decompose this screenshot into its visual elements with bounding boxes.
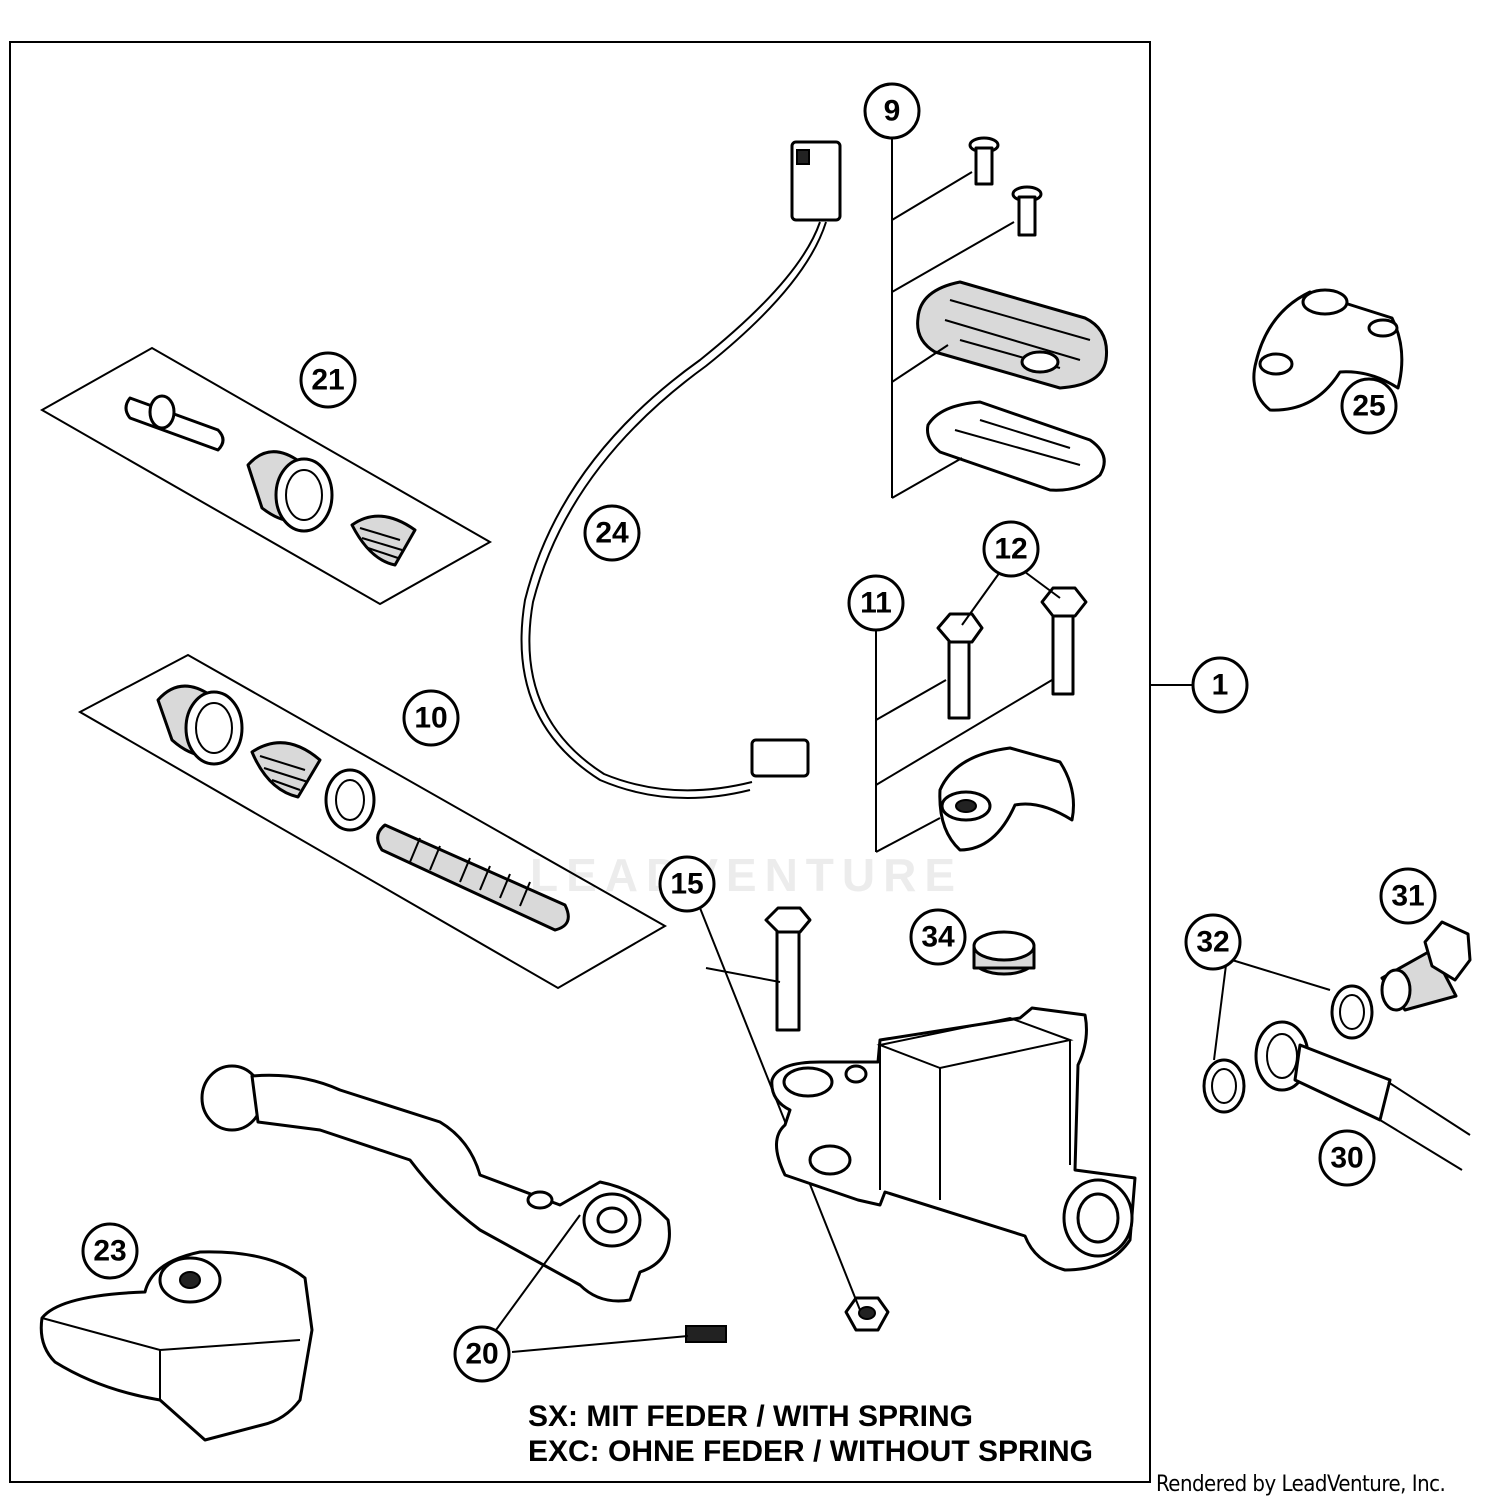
diagram-frame <box>9 41 1151 1483</box>
callout-20: 20 <box>453 1325 511 1383</box>
part-34-cap <box>972 930 1036 976</box>
callout-34-label: 34 <box>921 921 955 954</box>
callout-1-label: 1 <box>1212 669 1229 702</box>
callout-11-label: 11 <box>860 587 892 620</box>
callout-24: 24 <box>583 504 641 562</box>
leader-20-lever <box>495 1214 581 1331</box>
part-30-brake-hose <box>1254 1020 1471 1171</box>
callout-31-label: 31 <box>1391 880 1424 913</box>
callout-10: 10 <box>402 689 460 747</box>
part-20-lever <box>200 1064 671 1303</box>
callout-31: 31 <box>1379 867 1437 925</box>
part-21-pin <box>124 394 225 452</box>
watermark-text: LEADVENTURE <box>530 849 964 901</box>
callout-32: 32 <box>1184 913 1242 971</box>
callout-9: 9 <box>863 82 921 140</box>
kit-21-outline <box>39 346 493 606</box>
part-24-sensor-cable <box>520 140 842 799</box>
callout-12-label: 12 <box>994 533 1027 566</box>
part-12-bolt-left <box>936 612 984 720</box>
callout-32-label: 32 <box>1196 926 1229 959</box>
note-exc-without-spring: EXC: OHNE FEDER / WITHOUT SPRING <box>528 1435 1094 1468</box>
callout-24-label: 24 <box>595 517 629 550</box>
part-32-washer-right <box>1330 984 1374 1040</box>
part-25-clamp <box>1252 288 1404 412</box>
part-10-spring <box>250 741 322 799</box>
part-12-bolt-right <box>1040 586 1088 696</box>
callout-30: 30 <box>1318 1129 1376 1187</box>
leader-20-plate <box>511 1335 689 1353</box>
callout-23: 23 <box>81 1222 139 1280</box>
render-credit: Rendered by LeadVenture, Inc. <box>1156 1472 1446 1497</box>
kit-10-outline <box>77 653 668 990</box>
part-10-piston <box>376 823 570 932</box>
callout-1: 1 <box>1191 656 1249 714</box>
callout-21: 21 <box>299 351 357 409</box>
callout-15-label: 15 <box>670 868 703 901</box>
part-23-guard <box>39 1250 314 1442</box>
callout-20-label: 20 <box>465 1338 498 1371</box>
part-32-washer-left <box>1202 1058 1246 1114</box>
leader-15-nut <box>699 907 861 1311</box>
part-11-clamp <box>938 746 1075 852</box>
part-20-label-plate <box>685 1325 727 1343</box>
callout-34: 34 <box>909 908 967 966</box>
part-31-banjo-bolt <box>1380 920 1472 1012</box>
master-cylinder-body <box>770 1006 1137 1272</box>
callout-25: 25 <box>1340 377 1398 435</box>
callout-10-label: 10 <box>414 702 447 735</box>
callout-30-label: 30 <box>1330 1142 1363 1175</box>
part-21-spring <box>350 514 417 567</box>
callout-15: 15 <box>658 855 716 913</box>
part-9-reservoir-cover <box>916 280 1109 390</box>
callout-9-label: 9 <box>884 95 901 128</box>
part-15-nut <box>844 1296 890 1332</box>
callout-23-label: 23 <box>93 1235 126 1268</box>
part-21-boot <box>246 450 334 533</box>
part-10-circlip <box>324 768 376 832</box>
callout-12: 12 <box>982 520 1040 578</box>
part-9-screw-upper <box>968 136 1000 186</box>
part-9-membrane <box>926 400 1106 492</box>
part-15-bolt <box>764 906 812 1032</box>
callout-11: 11 <box>847 574 905 632</box>
callout-21-label: 21 <box>311 364 344 397</box>
part-9-screw-lower <box>1011 185 1043 237</box>
callout-25-label: 25 <box>1352 390 1385 423</box>
note-sx-with-spring: SX: MIT FEDER / WITH SPRING <box>528 1400 974 1433</box>
part-10-boot <box>156 684 244 766</box>
